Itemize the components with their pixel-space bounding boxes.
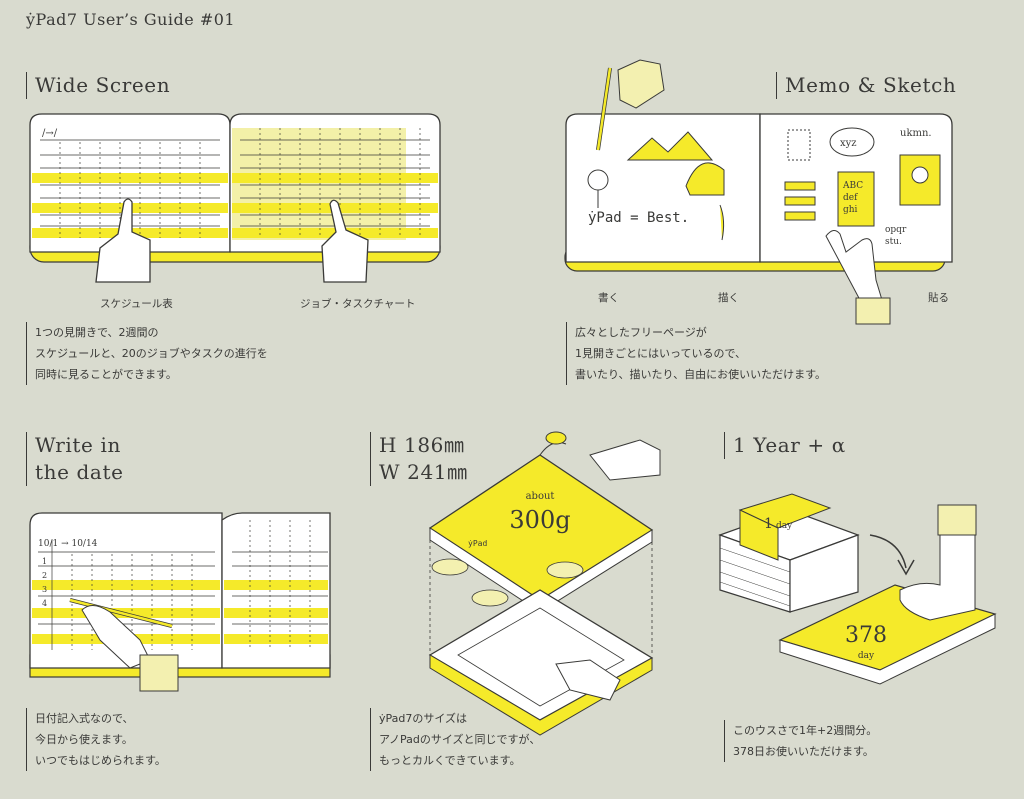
- section-title-memo-sketch: Memo & Sketch: [776, 72, 956, 99]
- svg-text:2: 2: [42, 571, 47, 580]
- svg-text:300g: 300g: [509, 506, 570, 534]
- memo-sketch-book-illustration: ẏPad = Best. xyz ukmn. ABC def ghi opqr …: [564, 59, 953, 325]
- svg-text:3: 3: [42, 585, 47, 594]
- svg-text:day: day: [858, 651, 875, 661]
- write-date-book-illustration: 10/1 → 10/14 1 2 3 4: [29, 512, 331, 692]
- caption-size: ẏPad7のサイズは アノPadのサイズと同じですが、 もっとカルくできています…: [370, 708, 540, 771]
- label-paste: 貼る: [928, 292, 949, 304]
- guide-title: ẏPad7 User’s Guide #01: [26, 10, 236, 29]
- svg-text:opqr: opqr: [885, 225, 907, 235]
- section-title-write-date: Write in the date: [26, 432, 124, 486]
- section-title-wide-screen: Wide Screen: [26, 72, 170, 99]
- size-illustration: about 300g ẏPad: [428, 431, 661, 736]
- svg-text:10/1 → 10/14: 10/1 → 10/14: [38, 539, 98, 549]
- svg-text:def: def: [843, 193, 858, 203]
- label-draw: 描く: [718, 292, 739, 304]
- caption-write-date: 日付記入式なので、 今日から使えます。 いつでもはじめられます。: [26, 708, 166, 771]
- svg-text:ukmn.: ukmn.: [900, 128, 932, 139]
- svg-text:ABC: ABC: [842, 181, 863, 191]
- svg-text:stu.: stu.: [885, 237, 902, 247]
- year-illustration: 1 day 378 day: [718, 493, 997, 685]
- caption-wide-screen: 1つの見開きで、2週間の スケジュールと、20のジョブやタスクの進行を 同時に見…: [26, 322, 268, 385]
- label-schedule: スケジュール表: [100, 298, 173, 310]
- svg-text:ghi: ghi: [843, 205, 858, 215]
- section-title-size: H 186㎜ W 241㎜: [370, 432, 468, 486]
- svg-text:xyz: xyz: [840, 138, 857, 149]
- svg-text:1: 1: [42, 557, 47, 566]
- svg-text:about: about: [526, 491, 555, 502]
- caption-year: このウスさで1年+2週間分。 378日お使いいただけます。: [724, 720, 877, 762]
- svg-text:378: 378: [845, 623, 887, 648]
- svg-text:day: day: [776, 521, 793, 531]
- svg-text:4: 4: [42, 599, 47, 608]
- label-write: 書く: [598, 292, 619, 304]
- wide-screen-book-illustration: /→/: [29, 113, 441, 283]
- svg-text:ẏPad: ẏPad: [468, 539, 487, 548]
- svg-text:/→/: /→/: [42, 128, 58, 139]
- sketch-text: ẏPad = Best.: [588, 210, 689, 226]
- svg-text:1: 1: [764, 516, 773, 532]
- label-job-task-chart: ジョブ・タスクチャート: [300, 298, 416, 310]
- section-title-year: 1 Year + α: [724, 432, 846, 459]
- caption-memo-sketch: 広々としたフリーページが 1見開きごとにはいっているので、 書いたり、描いたり、…: [566, 322, 826, 385]
